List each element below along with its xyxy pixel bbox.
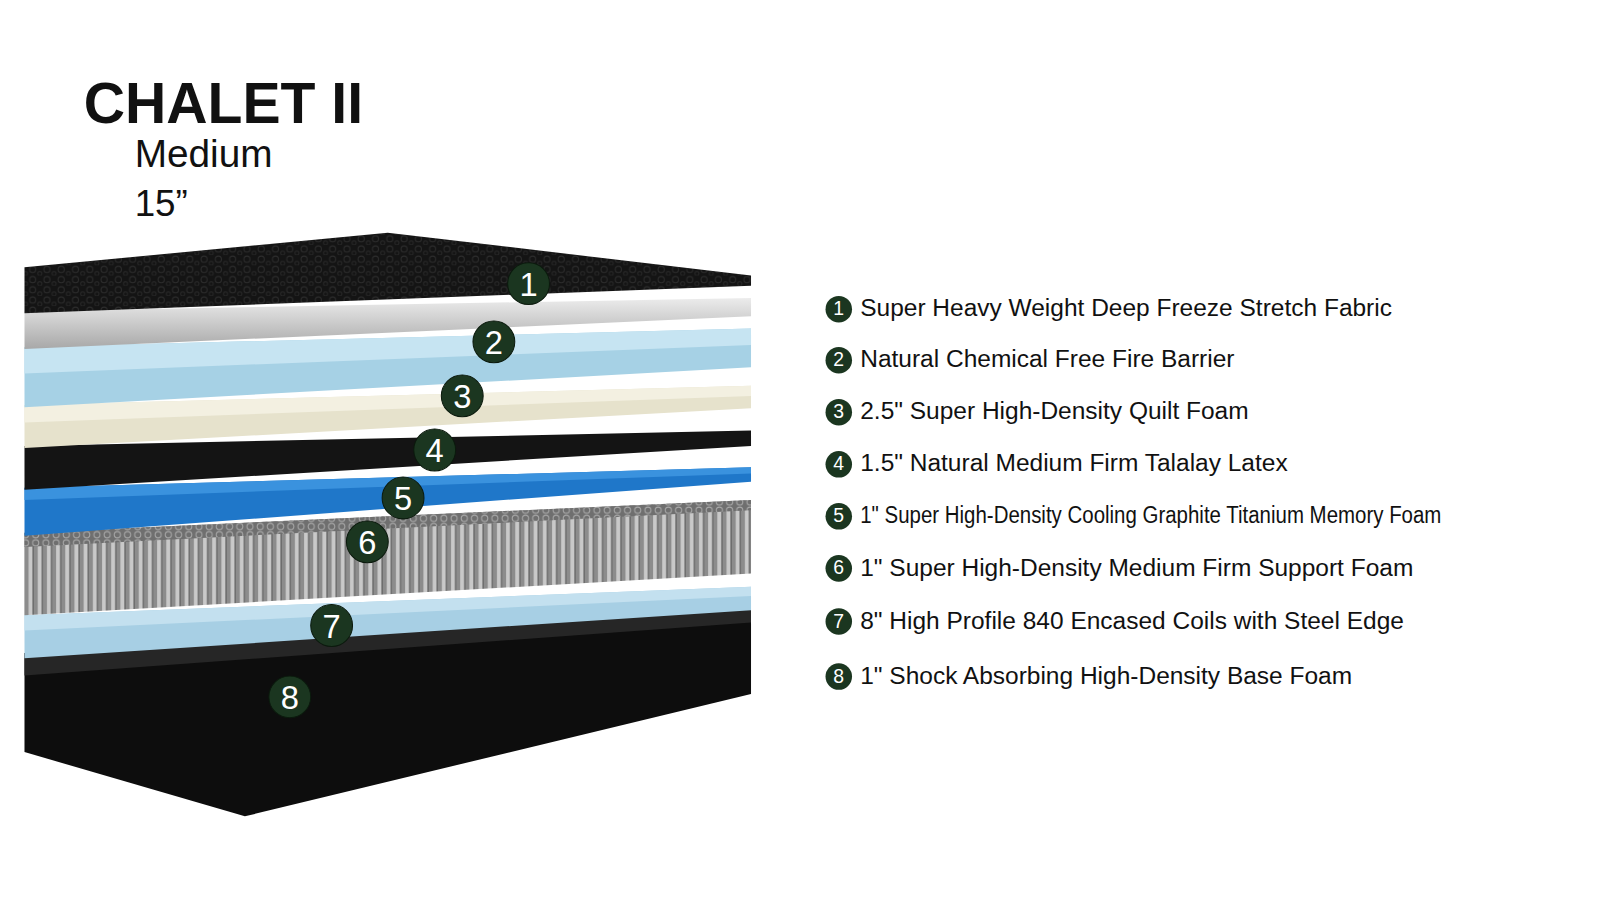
layer-description: 1" Shock Absorbing High-Density Base Foa… xyxy=(860,661,1352,690)
callout-number: 5 xyxy=(382,477,425,520)
product-title: CHALET II xyxy=(84,71,363,136)
callout-number: 7 xyxy=(310,604,353,647)
callout-number: 4 xyxy=(413,429,456,472)
layer-description: Natural Chemical Free Fire Barrier xyxy=(860,344,1234,373)
list-number: 8 xyxy=(826,663,853,690)
spec-label: 15” xyxy=(135,182,188,226)
callout-number: 2 xyxy=(472,320,515,363)
list-number: 1 xyxy=(826,296,853,323)
spec-label: Medium xyxy=(135,132,273,179)
callout-number: 3 xyxy=(441,374,484,417)
fabric-layer xyxy=(24,233,751,314)
layer-description: 1.5" Natural Medium Firm Talalay Latex xyxy=(860,449,1287,478)
list-number: 5 xyxy=(826,503,853,530)
list-number: 6 xyxy=(826,555,853,582)
list-number: 2 xyxy=(826,347,853,374)
list-number: 4 xyxy=(826,451,853,478)
layer-description: 8" High Profile 840 Encased Coils with S… xyxy=(860,606,1404,635)
list-number: 3 xyxy=(826,399,853,426)
layer-description: 2.5" Super High-Density Quilt Foam xyxy=(860,397,1248,426)
callout-number: 8 xyxy=(268,676,311,719)
list-number: 7 xyxy=(826,608,853,635)
callout-number: 1 xyxy=(507,262,550,305)
callout-number: 6 xyxy=(346,520,389,563)
layer-description: 1" Super High-Density Medium Firm Suppor… xyxy=(860,553,1413,582)
layer-description: 1" Super High-Density Cooling Graphite T… xyxy=(860,501,1441,530)
layer-description: Super Heavy Weight Deep Freeze Stretch F… xyxy=(860,293,1392,322)
